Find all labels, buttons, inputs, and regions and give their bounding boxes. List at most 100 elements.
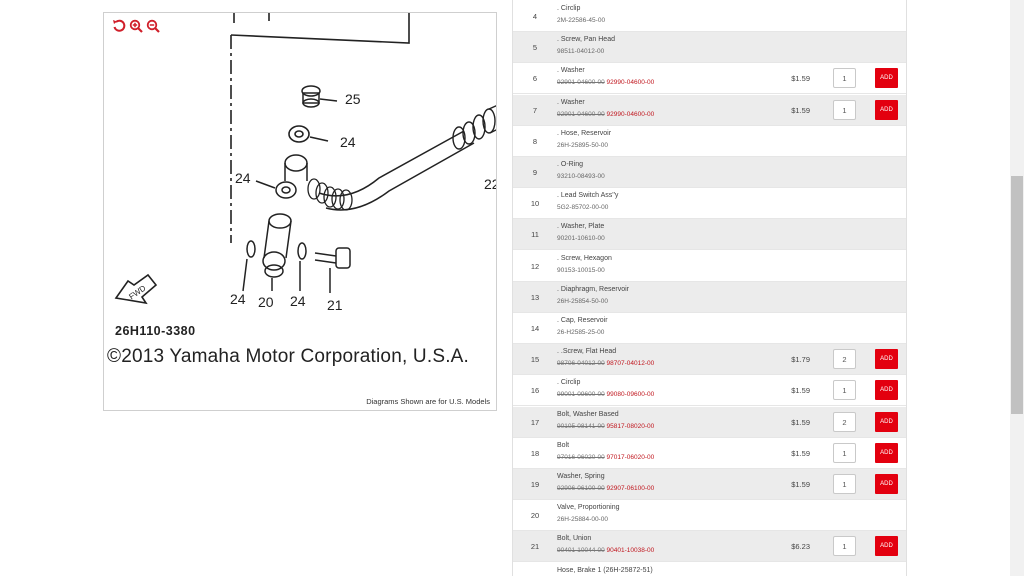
ref-number: 8 [532,136,538,146]
current-part-number: 98511-04012-00 [557,48,605,56]
ref-number: 21 [530,542,540,552]
ref-number: 12 [530,261,540,271]
superseded-part-number: 99001-09600-00 [557,391,605,399]
part-price: $1.59 [791,417,810,427]
add-to-cart-button[interactable]: ADD [875,99,898,120]
part-name: Bolt [557,441,570,449]
superseded-part-number: 90401-10044-00 [557,547,605,555]
current-part-number: 95817-08020-00 [606,422,655,430]
ref-number: 19 [530,480,540,489]
diagram-toolbar [112,19,160,33]
parts-row: 5 . Screw, Pan Head 98511-04012-00 [513,32,906,64]
current-part-number: 98707-04012-00 [606,360,655,368]
zoom-in-icon[interactable] [129,19,143,33]
quantity-input[interactable]: 1 [833,99,856,120]
add-to-cart-button[interactable]: ADD [875,68,898,89]
ref-number: 7 [532,105,538,115]
current-part-number: 90401-10038-00 [606,547,655,555]
superseded-part-number: 97016-06020-00 [557,453,605,461]
current-part-number: 90201-10610-00 [557,235,605,243]
parts-list: 4 . Circlip 2M-22586-45-00 5 . Screw, Pan He… [512,0,907,576]
callout-21: 21 [327,297,343,313]
current-part-number: 92990-04600-00 [606,110,655,118]
parts-row: 21 Bolt, Union 90401-10044-00 90401-10038-… [513,531,906,563]
add-to-cart-button[interactable]: ADD [875,536,898,557]
part-name: . Circlip [557,5,581,12]
current-part-number: 26H-25854-50-00 [557,297,608,305]
current-part-number: 26-H2585-25-00 [557,329,605,336]
parts-row: 8 . Hose, Reservoir 26H-25895-50-00 [513,126,906,157]
fwd-label: FWD [127,283,147,301]
quantity-input[interactable]: 2 [833,349,856,370]
add-to-cart-button[interactable]: ADD [875,474,898,494]
part-number: 92901-04600-00 92990-04600-00 [557,79,654,86]
add-to-cart-button[interactable]: ADD [875,380,898,401]
part-number: 98511-04012-00 [557,48,604,55]
part-name: . Screw, Pan Head [557,36,615,44]
current-part-number: 26H-25884-00-00 [557,516,608,524]
part-name: Valve, Proportioning [557,504,620,512]
quantity-input[interactable]: 1 [833,442,856,463]
quantity-input[interactable]: 1 [833,380,856,401]
current-part-number: 93210-08493-00 [557,173,605,180]
ref-number: 4 [532,12,538,21]
diagram-note: Diagrams Shown are for U.S. Models [366,397,490,406]
ref-number: 20 [530,511,540,521]
quantity-input[interactable]: 2 [833,411,856,432]
part-number: 90201-10610-00 [557,235,605,242]
current-part-number: 26H-25895-50-00 [557,141,608,149]
part-price: $6.23 [791,542,810,552]
current-part-number: 90153-10015-00 [557,266,605,274]
ref-number: 17 [530,417,540,427]
page-scrollbar[interactable] [1010,0,1024,576]
callout-24: 24 [340,134,356,150]
callout-24: 24 [230,291,246,307]
superseded-part-number: 92906-06100-00 [557,485,605,492]
callout-20: 20 [258,294,274,310]
add-to-cart-button[interactable]: ADD [875,349,898,370]
add-to-cart-button[interactable]: ADD [875,411,898,432]
current-part-number: 99080-09600-00 [606,391,655,399]
part-price: $1.59 [791,448,810,458]
quantity-input[interactable]: 1 [833,536,856,557]
zoom-out-icon[interactable] [146,19,160,33]
superseded-part-number: 92901-04600-00 [557,79,605,87]
quantity-input[interactable]: 1 [833,474,856,494]
scrollbar-thumb[interactable] [1011,176,1023,414]
part-number: 26H-25854-50-00 [557,298,608,305]
part-name: . Washer [557,67,585,75]
part-number: 90153-10015-00 [557,267,605,274]
parts-row: 18 Bolt 97016-06020-00 97017-06020-00 $1.59… [513,438,906,469]
part-name: . Cap, Reservoir [557,317,608,324]
reset-icon[interactable] [112,19,126,33]
part-number: 26-H2585-25-00 [557,329,604,336]
callout-24: 24 [235,170,251,186]
part-name: . Hose, Reservoir [557,129,612,137]
ref-number: 14 [530,324,540,333]
diagram-code: 26H110-3380 [115,324,196,338]
parts-row: 4 . Circlip 2M-22586-45-00 [513,1,906,32]
part-name: Hose, Brake 1 (26H-25872-51) [557,566,653,574]
add-to-cart-button[interactable]: ADD [875,442,898,463]
copyright-text: ©2013 Yamaha Motor Corporation, U.S.A. [107,346,470,367]
part-name: Bolt, Union [557,535,592,543]
part-number: 92901-04600-00 92990-04600-00 [557,111,654,118]
ref-number: 5 [532,43,538,53]
part-price: $1.59 [791,480,810,489]
part-name: . .Screw, Flat Head [557,348,617,356]
ref-number: 18 [530,448,540,458]
current-part-number: 2M-22586-45-00 [557,17,606,24]
current-part-number: 97017-06020-00 [606,453,655,461]
quantity-input[interactable]: 1 [833,68,856,89]
ref-number: 9 [532,168,538,177]
superseded-part-number: 92901-04600-00 [557,110,605,118]
parts-diagram-panel: FWD 25 24 24 22 24 20 24 21 26H110-3380 … [103,12,497,411]
callout-24: 24 [290,293,306,309]
